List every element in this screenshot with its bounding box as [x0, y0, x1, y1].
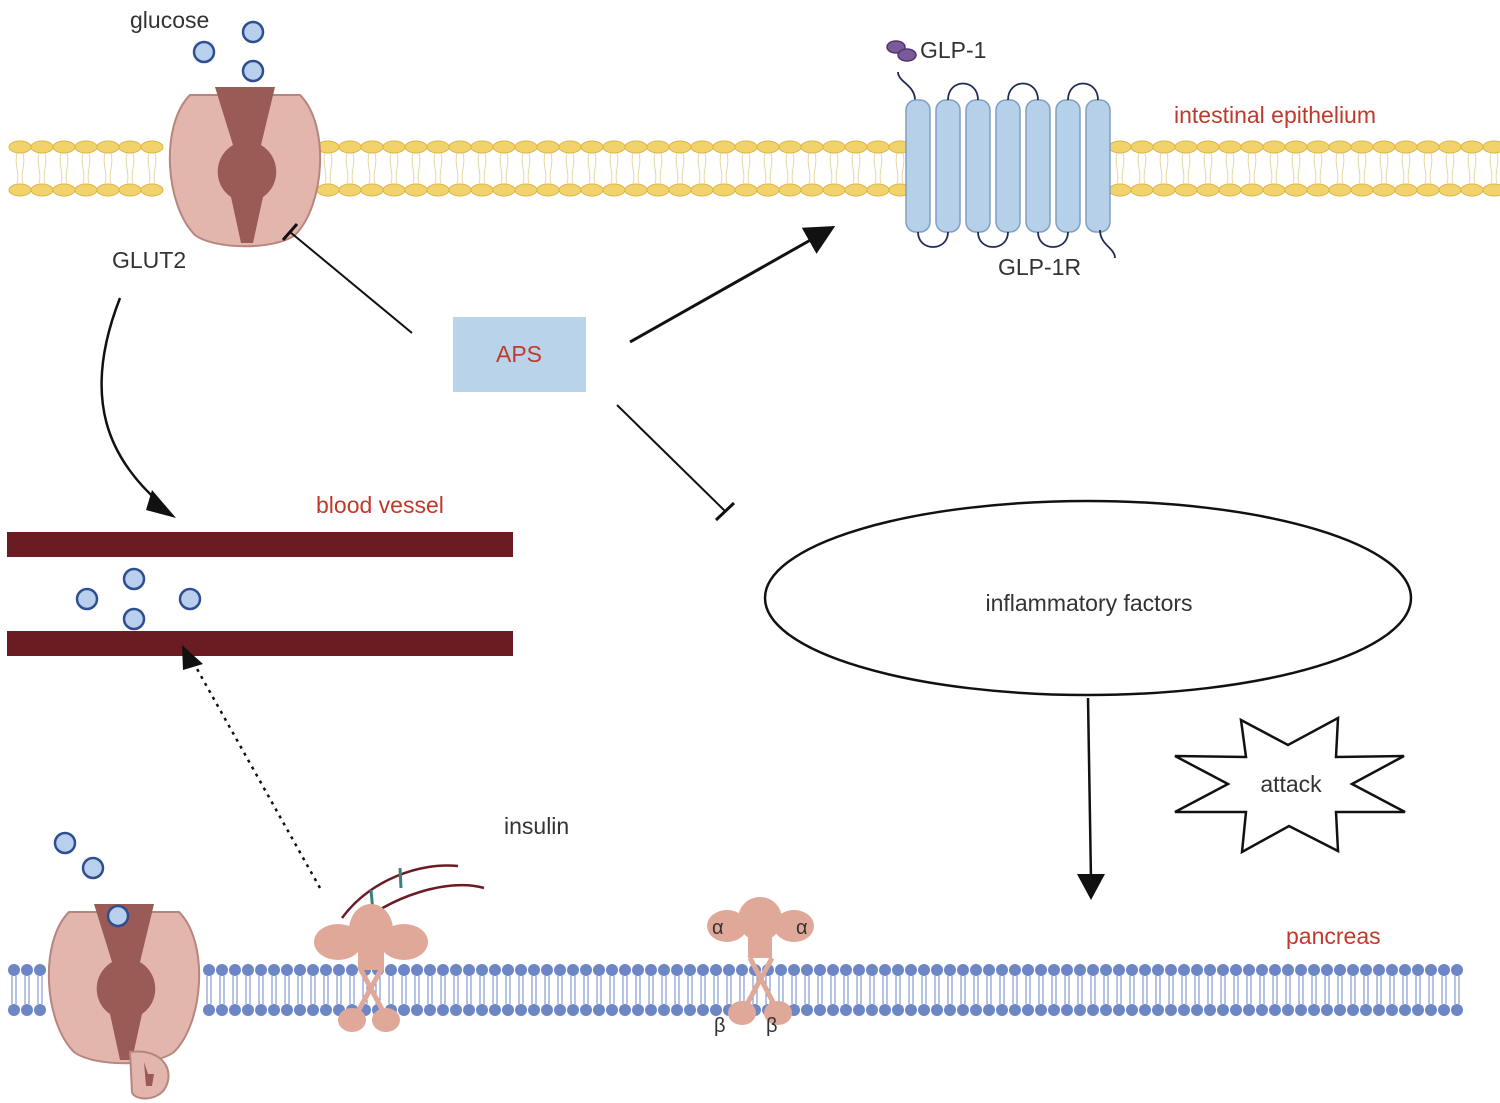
inhibit-inflammation-line — [616, 404, 736, 522]
glp1r-helix — [965, 99, 991, 233]
glut2-label: GLUT2 — [112, 247, 186, 273]
glucose-molecule — [241, 20, 265, 44]
inflammatory-factors-label: inflammatory factors — [985, 590, 1192, 616]
glut2-transporter — [168, 87, 322, 248]
glp1-molecule — [886, 40, 917, 62]
glp1r-helix — [1025, 99, 1051, 233]
attack-label: attack — [1260, 771, 1322, 797]
glucose-molecule — [178, 587, 202, 611]
glucose-molecule — [122, 607, 146, 631]
pancreas-glucose-transporter — [47, 904, 201, 1100]
beta-label-left: β — [714, 1015, 726, 1037]
alpha-label-right: α — [796, 917, 808, 939]
beta-label-right: β — [766, 1015, 778, 1037]
activate-glp1r-arrow — [629, 226, 836, 344]
glp1r-helix — [935, 99, 961, 233]
pancreas-label: pancreas — [1286, 923, 1381, 949]
glucose-molecule — [81, 856, 105, 880]
glucose-molecule — [122, 567, 146, 591]
insulin-label: insulin — [504, 813, 569, 839]
glucose-molecules-vessel — [75, 567, 202, 631]
blood-vessel — [7, 532, 513, 656]
glucose-molecule — [192, 40, 216, 64]
inflammation-to-pancreas-arrow — [1077, 697, 1105, 900]
glut2-to-vessel-arrow — [100, 297, 176, 518]
inflammatory-factors-ellipse — [763, 499, 1413, 697]
glp1r-receptor — [897, 71, 1116, 259]
aps-box — [453, 317, 586, 392]
intestinal-epithelium-label: intestinal epithelium — [1174, 102, 1376, 128]
aps-label: APS — [496, 341, 542, 367]
glp1r-helix — [1085, 99, 1111, 233]
alpha-beta-receptor — [707, 897, 814, 1025]
glucose-molecule — [53, 831, 77, 855]
glp1r-label: GLP-1R — [998, 254, 1081, 280]
glucose-molecules-pancreas — [53, 831, 130, 928]
inhibit-glut2-line — [281, 223, 413, 334]
glp1r-helix — [995, 99, 1021, 233]
glp1r-helix — [1055, 99, 1081, 233]
glp1-label: GLP-1 — [920, 37, 986, 63]
glucose-molecule — [106, 904, 130, 928]
glucose-label: glucose — [130, 7, 209, 33]
attack-star — [1174, 715, 1406, 855]
insulin-to-vessel-dotted-arrow — [182, 645, 322, 889]
glp1r-helix — [905, 99, 931, 233]
blood-vessel-label: blood vessel — [316, 492, 444, 518]
alpha-label-left: α — [712, 917, 724, 939]
insulin-receptor-bound — [314, 864, 485, 1032]
pancreas-membrane — [8, 964, 1463, 1016]
intestinal-membrane — [8, 140, 1500, 197]
glucose-molecule — [75, 587, 99, 611]
glucose-molecules-top — [192, 20, 265, 83]
glucose-molecule — [241, 59, 265, 83]
